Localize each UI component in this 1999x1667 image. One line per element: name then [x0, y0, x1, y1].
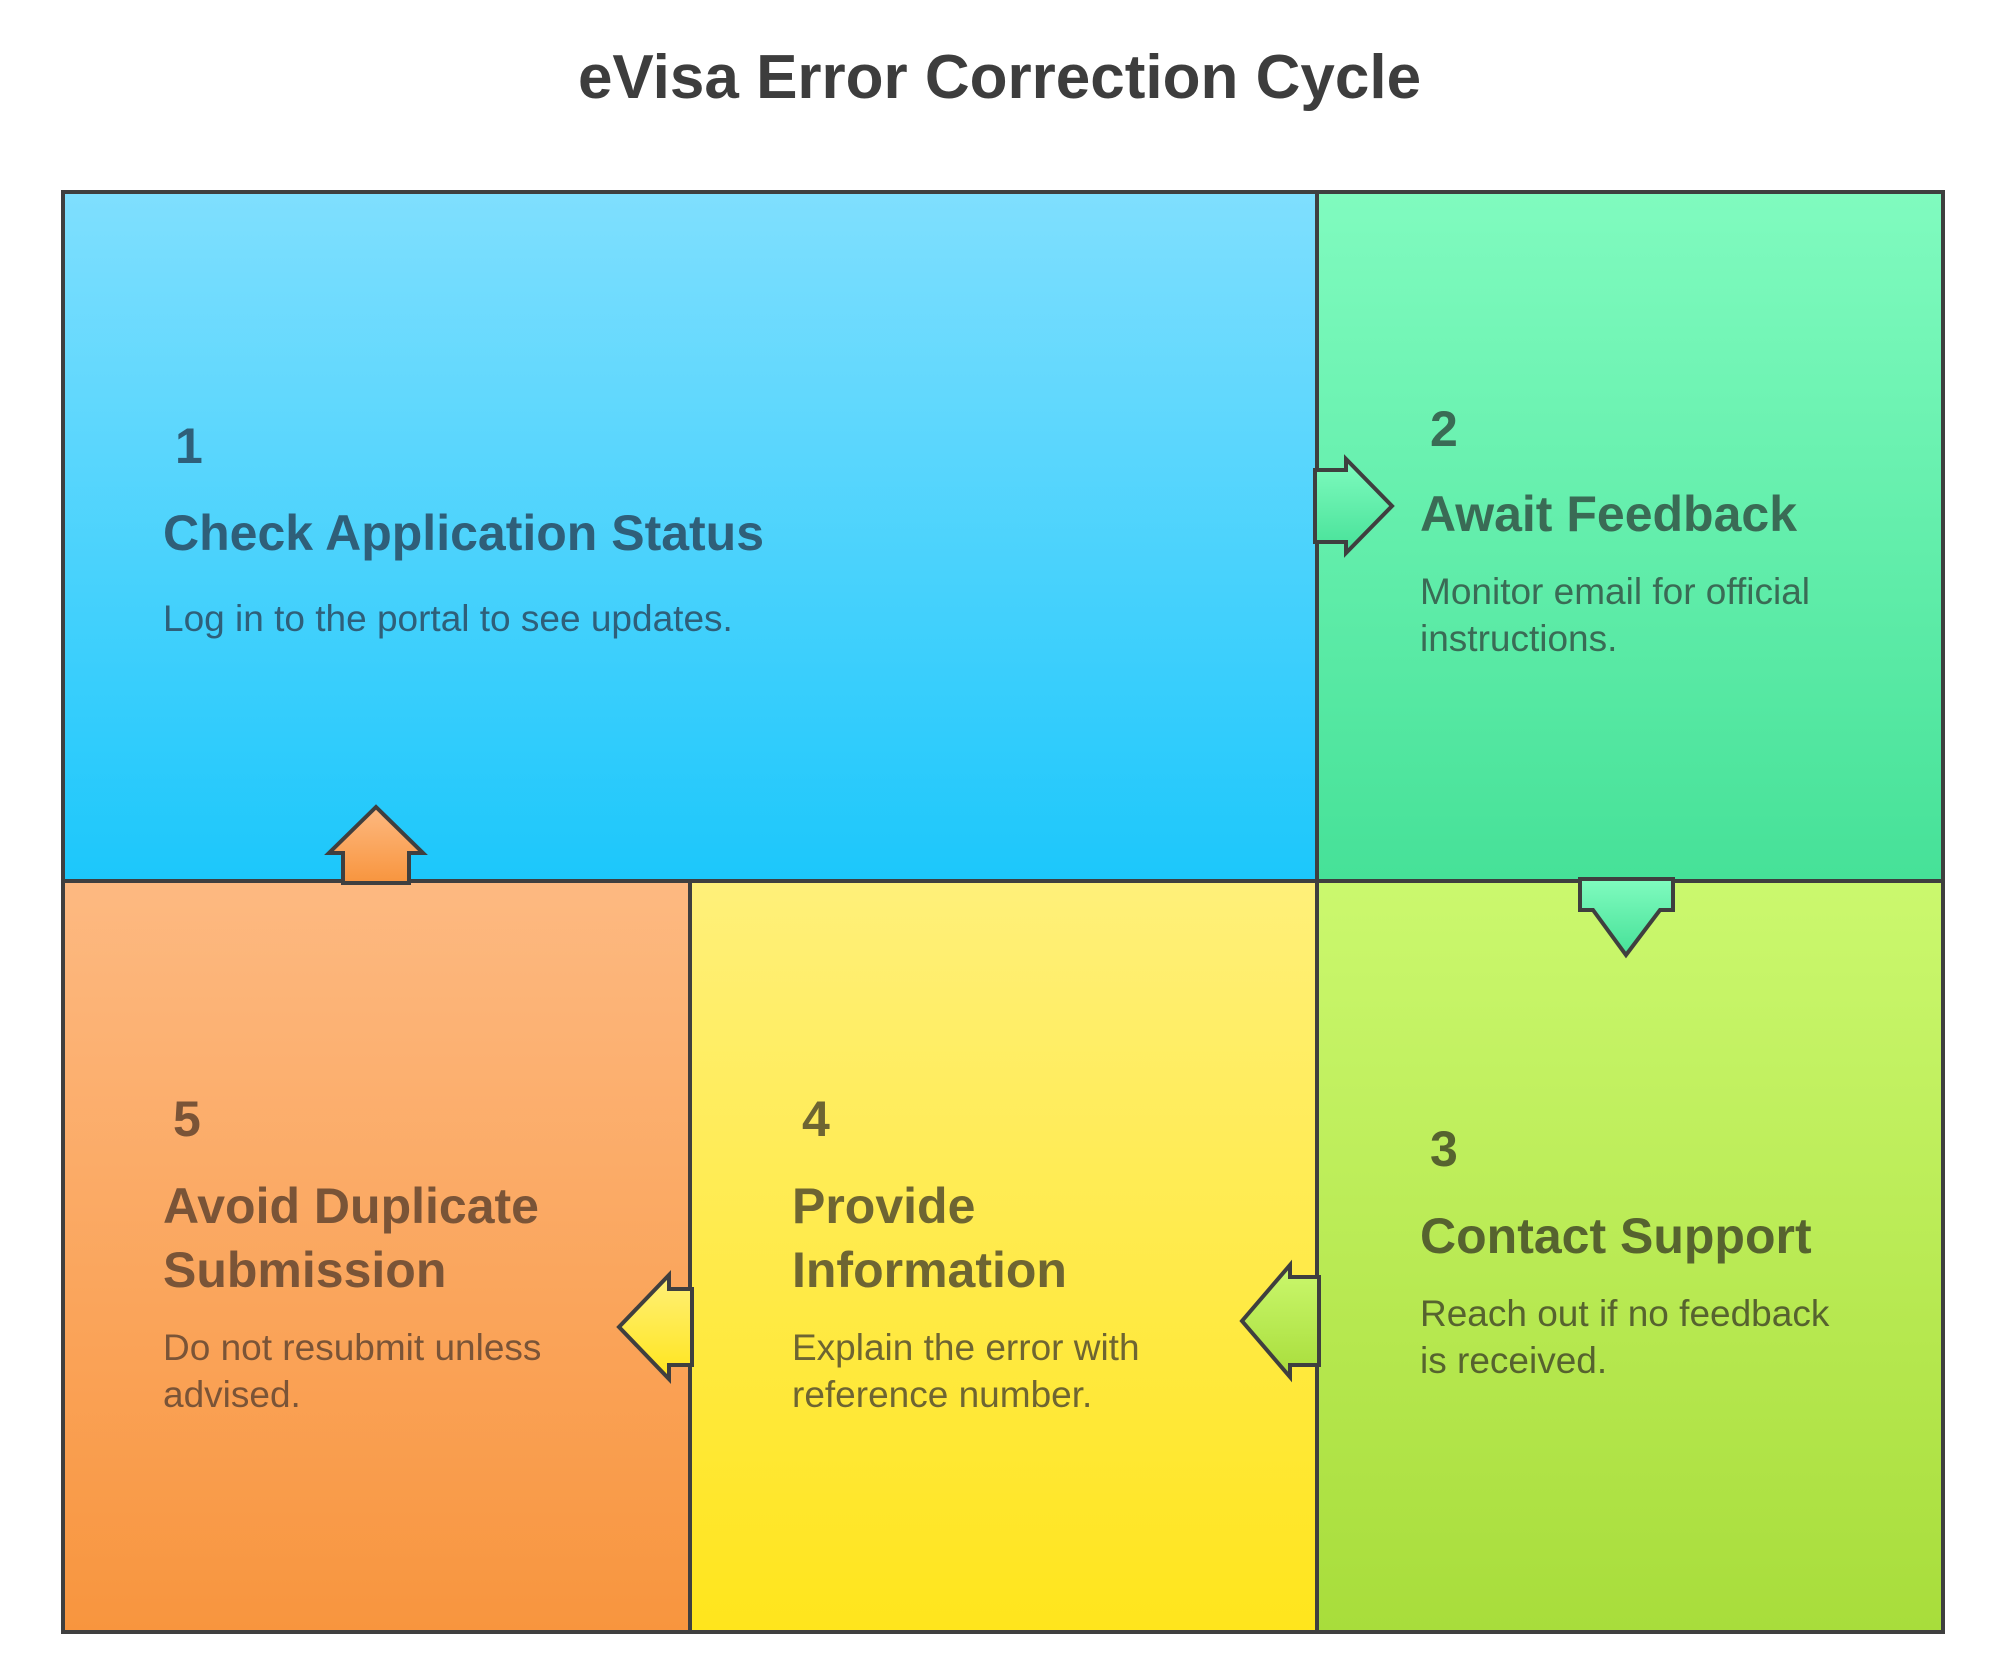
- arrow-left-icon: [616, 1270, 694, 1384]
- step-1-text: 1 Check Application Status Log in to the…: [163, 417, 1263, 642]
- page-title: eVisa Error Correction Cycle: [577, 43, 1422, 112]
- step-heading: Contact Support: [1420, 1208, 1812, 1264]
- arrow-up-icon: [324, 804, 428, 885]
- cell-step-4: [688, 879, 1319, 1634]
- cell-step-5: [61, 879, 692, 1634]
- arrow-right-icon: [1313, 454, 1395, 558]
- step-number: 5: [173, 1091, 201, 1147]
- cell-step-1: [61, 190, 1319, 883]
- step-2-text: 2 Await Feedback Monitor email for offic…: [1420, 400, 1900, 662]
- step-description: Log in to the portal to see updates.: [163, 598, 733, 639]
- step-4-text: 4 Provide Information Explain the error …: [792, 1090, 1272, 1418]
- arrow-down-icon: [1578, 877, 1675, 959]
- step-heading: Provide Information: [792, 1178, 1067, 1298]
- step-description: Do not resubmit unless advised.: [163, 1327, 542, 1415]
- step-number: 4: [802, 1091, 830, 1147]
- step-5-text: 5 Avoid Duplicate Submission Do not resu…: [163, 1090, 643, 1418]
- arrow-left-icon: [1239, 1259, 1321, 1383]
- cell-step-2: [1315, 190, 1945, 883]
- step-heading: Await Feedback: [1420, 486, 1798, 542]
- cell-step-3: [1315, 879, 1945, 1634]
- step-description: Reach out if no feedback is received.: [1420, 1293, 1830, 1381]
- step-heading: Avoid Duplicate Submission: [163, 1178, 539, 1298]
- step-number: 1: [175, 418, 203, 474]
- step-heading: Check Application Status: [163, 505, 765, 561]
- step-description: Monitor email for official instructions.: [1420, 571, 1811, 659]
- step-3-text: 3 Contact Support Reach out if no feedba…: [1420, 1120, 1900, 1384]
- step-number: 3: [1430, 1121, 1458, 1177]
- step-number: 2: [1430, 401, 1458, 457]
- step-description: Explain the error with reference number.: [792, 1327, 1140, 1415]
